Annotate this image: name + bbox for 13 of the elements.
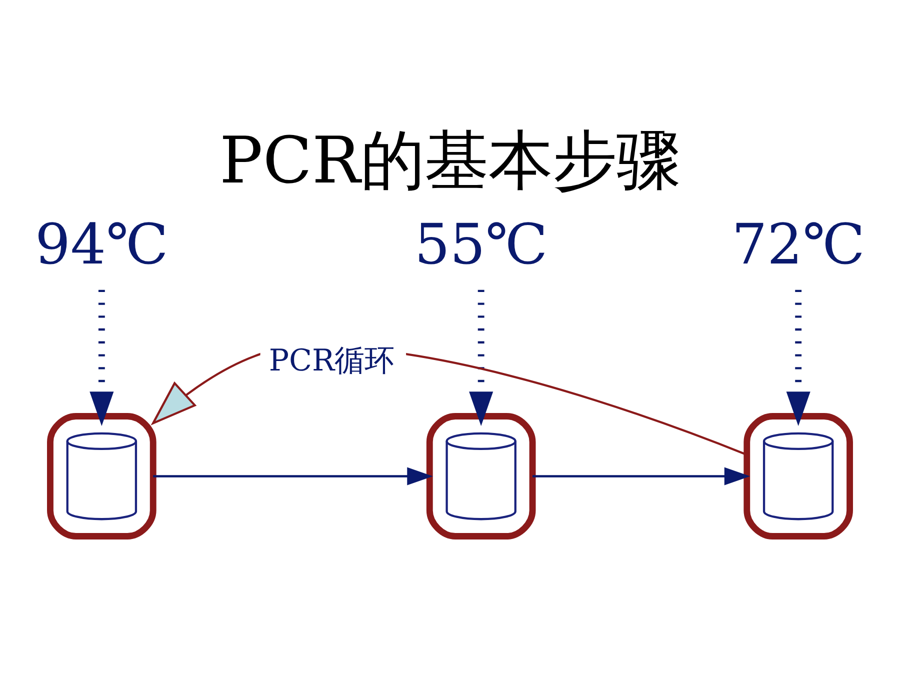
arrow: [153, 466, 433, 485]
arrow: [532, 466, 750, 485]
node-text: 55℃: [414, 212, 548, 278]
edge-label: PCR循环: [268, 343, 395, 378]
arrow: [786, 289, 810, 426]
cluster: [744, 412, 853, 539]
cluster: [426, 412, 536, 539]
arrow: [90, 289, 114, 426]
node-text: 72℃: [732, 212, 865, 278]
cluster: [47, 412, 156, 539]
node-text: 94℃: [35, 212, 168, 278]
diagram-title: PCR的基本步骤: [220, 123, 680, 198]
arrow: [469, 289, 494, 426]
